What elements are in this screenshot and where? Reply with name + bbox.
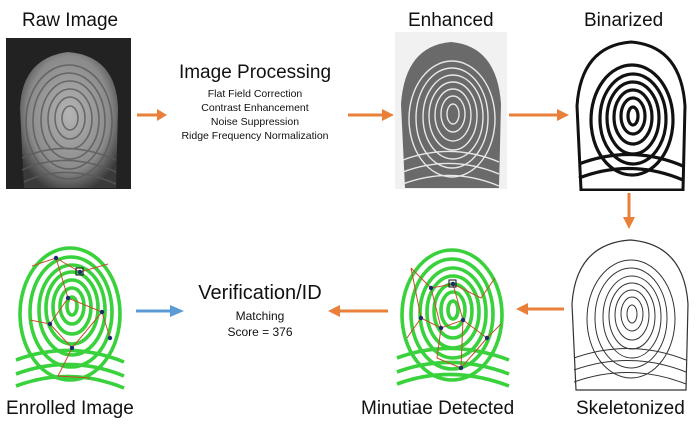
arrow-minutiae-to-verification [328, 305, 388, 317]
label-binarized: Binarized [584, 10, 664, 31]
arrow-raw-to-processing [137, 109, 167, 121]
minutiae-fingerprint-image [391, 228, 514, 391]
arrow-skeletonized-to-minutiae [516, 303, 564, 315]
skeletonized-fingerprint-image [566, 232, 694, 392]
enrolled-fingerprint-image [10, 228, 130, 391]
arrow-processing-to-enhanced [348, 109, 394, 121]
arrow-binarized-to-skeletonized [623, 193, 635, 229]
processing-title: Image Processing [178, 62, 332, 83]
label-enrolled-image: Enrolled Image [6, 398, 134, 419]
label-raw-image: Raw Image [22, 10, 119, 31]
label-enhanced: Enhanced [408, 10, 494, 31]
arrow-enhanced-to-binarized [509, 109, 569, 121]
processing-step: Ridge Frequency Normalization [181, 130, 329, 142]
verification-matching: Matching [235, 309, 285, 323]
processing-step: Contrast Enhancement [201, 102, 309, 114]
processing-step: Noise Suppression [210, 116, 300, 128]
binarized-fingerprint-image [573, 36, 689, 191]
verification-details: Matching Score = 376 [190, 308, 330, 340]
verification-title: Verification/ID [198, 282, 322, 304]
processing-step: Flat Field Correction [207, 88, 303, 100]
processing-steps: Flat Field Correction Contrast Enhanceme… [165, 87, 345, 143]
enhanced-fingerprint-image [395, 32, 507, 189]
label-skeletonized: Skeletonized [576, 398, 685, 419]
arrow-enrolled-to-verification [136, 305, 184, 317]
raw-fingerprint-image [6, 38, 131, 189]
label-minutiae-detected: Minutiae Detected [361, 398, 515, 419]
verification-score: Score = 376 [227, 325, 293, 339]
